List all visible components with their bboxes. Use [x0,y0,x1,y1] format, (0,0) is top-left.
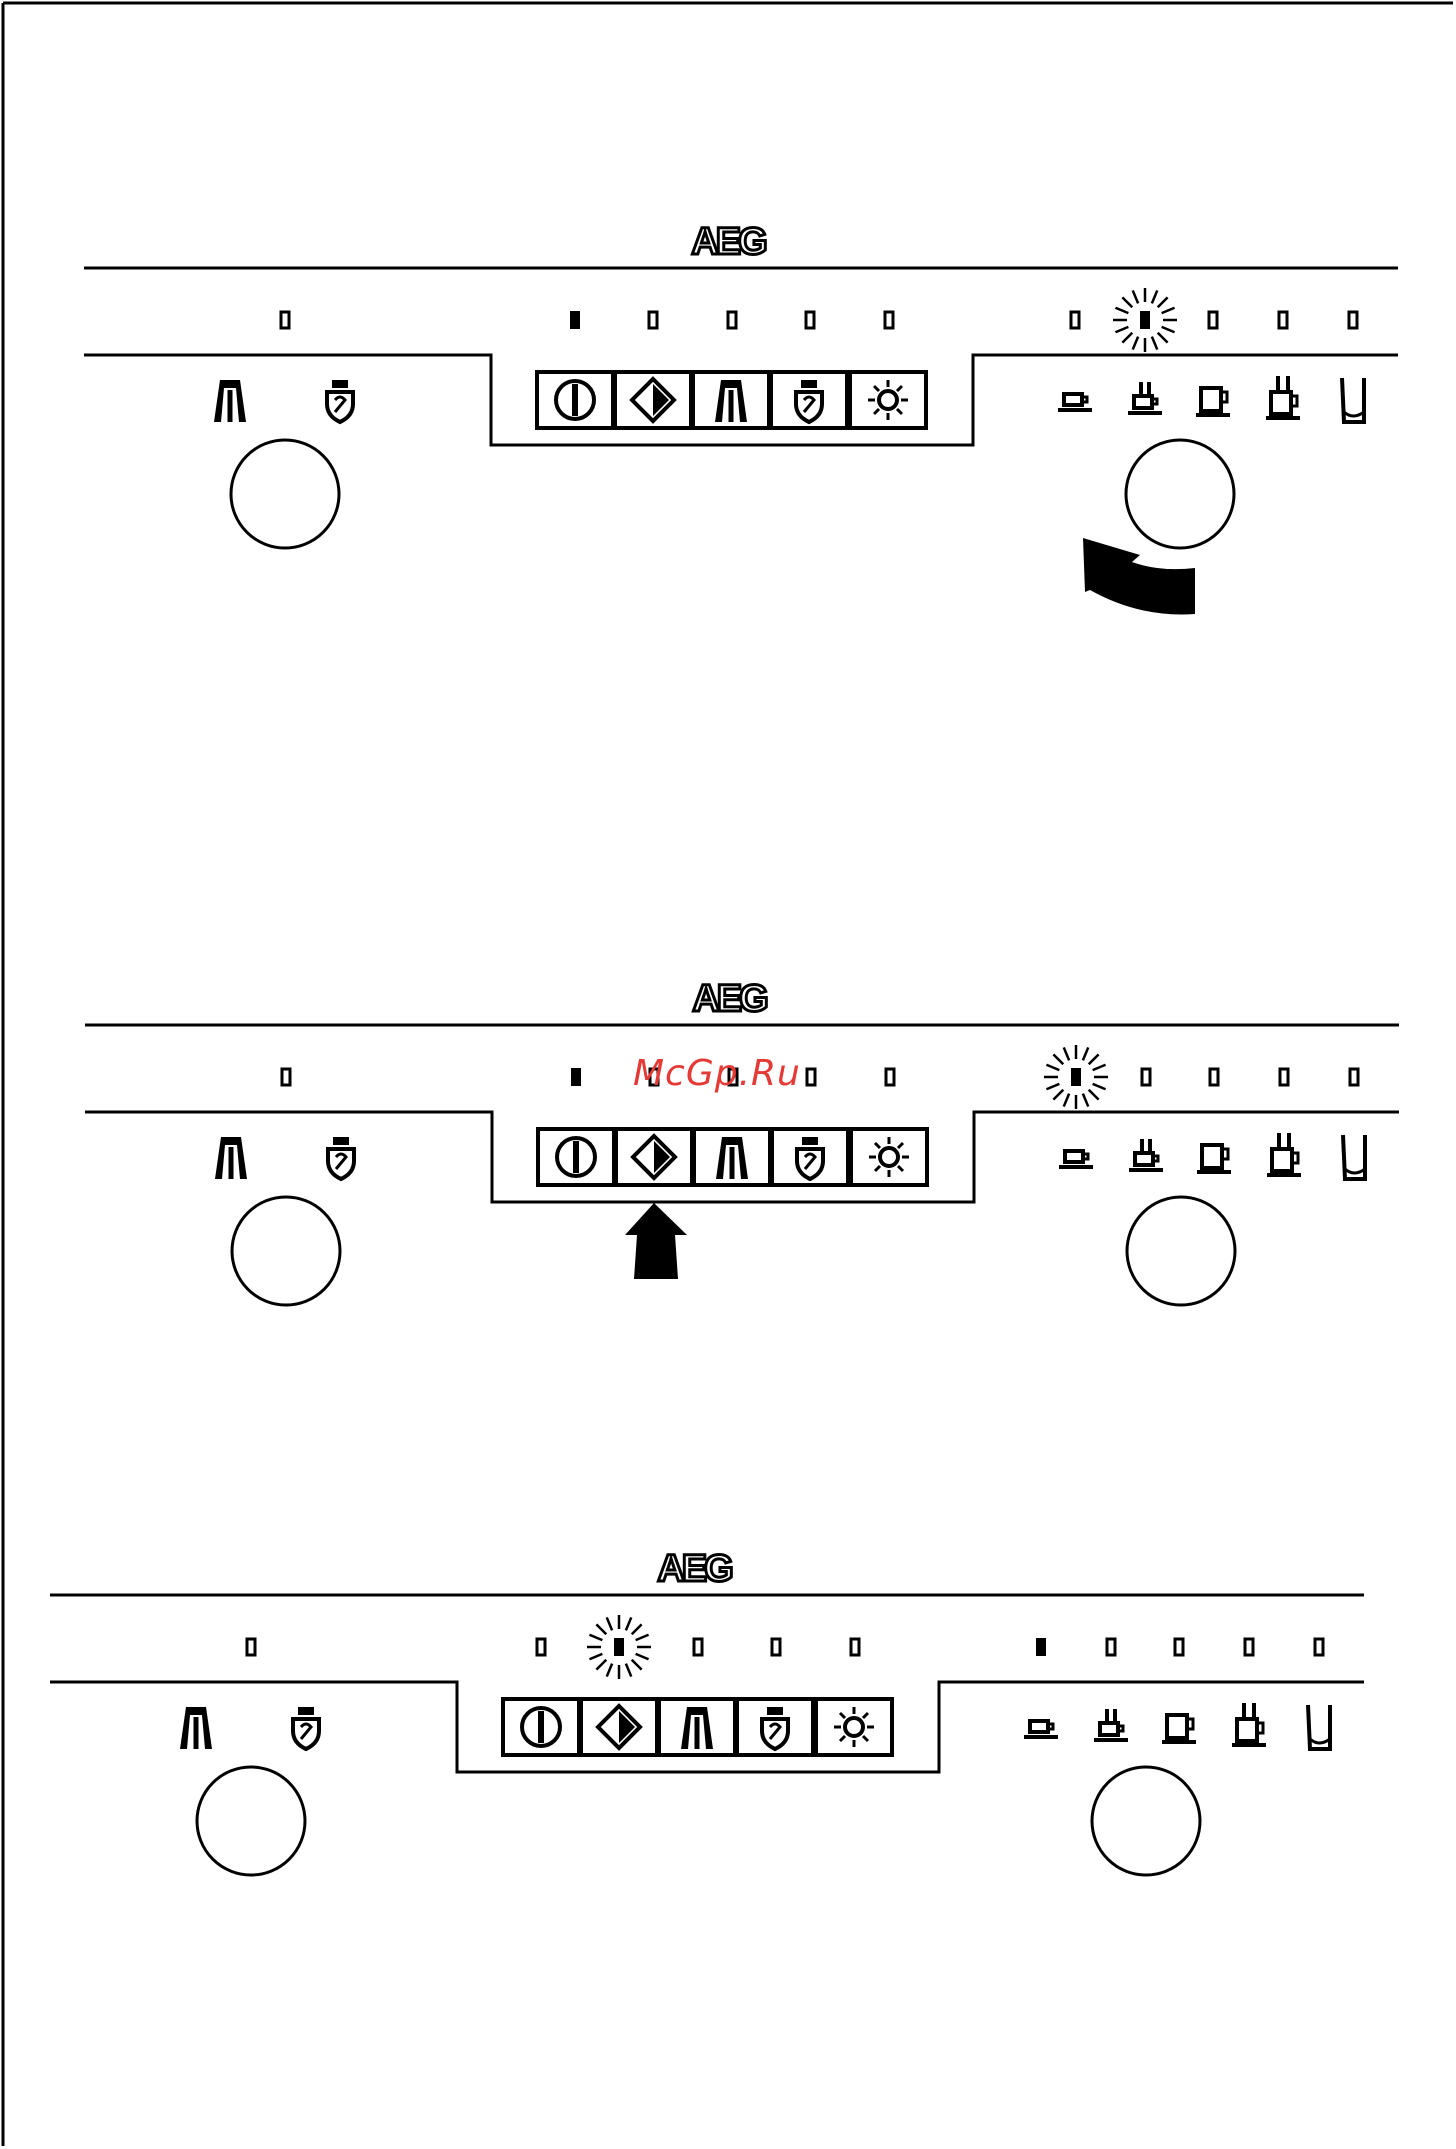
light-button[interactable] [816,1699,892,1755]
hot-water-icon [327,380,353,422]
start-button[interactable] [581,1699,657,1755]
power-icon [522,1708,560,1746]
right-led [1350,1069,1358,1085]
panel-2: AEG [85,978,1399,1305]
glass-icon [1342,378,1364,422]
hot-water-button[interactable] [771,372,847,428]
right-knob[interactable] [1092,1767,1200,1875]
small-cup-icon [1024,1721,1058,1739]
right-led [1175,1639,1183,1655]
tall-cup-icon [1232,1703,1266,1747]
left-led [247,1639,255,1655]
right-led [1349,312,1357,328]
right-led [1315,1639,1323,1655]
right-led [1245,1639,1253,1655]
right-knob[interactable] [1127,1197,1235,1305]
left-led [281,312,289,328]
hot-water-button[interactable] [772,1129,848,1185]
center-led [886,1069,894,1085]
steam-button[interactable] [693,372,769,428]
right-led [1142,1069,1150,1085]
center-led [772,1639,780,1655]
steam-nozzle-icon [180,1707,212,1749]
left-knob[interactable] [232,1197,340,1305]
light-icon [834,1707,874,1747]
start-button[interactable] [615,372,691,428]
light-icon [868,380,908,420]
right-led [1071,312,1079,328]
right-led [1107,1639,1115,1655]
center-led [571,1068,581,1086]
left-knob[interactable] [197,1767,305,1875]
light-button[interactable] [850,372,926,428]
steam-button[interactable] [694,1129,770,1185]
brand-logo: AEG [691,221,766,263]
right-led [1210,1069,1218,1085]
power-button[interactable] [503,1699,579,1755]
center-led [614,1638,624,1656]
center-led [537,1639,545,1655]
medium-cup-icon [1094,1709,1128,1742]
large-cup-icon [1197,1145,1231,1174]
watermark-text: McGp.Ru [633,1053,801,1094]
right-led [1140,311,1150,329]
brand-logo: AEG [657,1548,732,1590]
tall-cup-icon [1266,376,1300,420]
left-led [282,1069,290,1085]
glass-icon [1343,1135,1365,1179]
small-cup-icon [1059,1151,1093,1169]
medium-cup-icon [1129,1139,1163,1172]
steam-nozzle-icon [215,1137,247,1179]
center-led [806,312,814,328]
center-led [851,1639,859,1655]
hot-water-button[interactable] [737,1699,813,1755]
panel-1: AEG [84,221,1398,615]
right-led [1279,312,1287,328]
right-led [1209,312,1217,328]
light-icon [869,1137,909,1177]
power-icon [557,1138,595,1176]
tall-cup-icon [1267,1133,1301,1177]
hot-water-icon [293,1707,319,1749]
right-knob[interactable] [1126,440,1234,548]
light-button[interactable] [851,1129,927,1185]
panel-3: AEG [50,1548,1364,1875]
power-button[interactable] [538,1129,614,1185]
steam-button[interactable] [659,1699,735,1755]
center-led [728,312,736,328]
large-cup-icon [1162,1715,1196,1744]
glass-icon [1308,1705,1330,1749]
large-cup-icon [1196,388,1230,417]
brand-logo: AEG [692,978,767,1020]
center-led [570,311,580,329]
small-cup-icon [1058,394,1092,412]
left-knob[interactable] [231,440,339,548]
center-led [885,312,893,328]
hot-water-icon [328,1137,354,1179]
right-led [1036,1638,1046,1656]
center-led [807,1069,815,1085]
power-button[interactable] [537,372,613,428]
press-arrow-icon [625,1203,687,1279]
right-led [1280,1069,1288,1085]
right-led [1071,1068,1081,1086]
steam-nozzle-icon [214,380,246,422]
center-led [694,1639,702,1655]
medium-cup-icon [1128,382,1162,415]
power-icon [556,381,594,419]
center-led [649,312,657,328]
start-button[interactable] [616,1129,692,1185]
rotate-arrow-icon [1083,538,1195,615]
